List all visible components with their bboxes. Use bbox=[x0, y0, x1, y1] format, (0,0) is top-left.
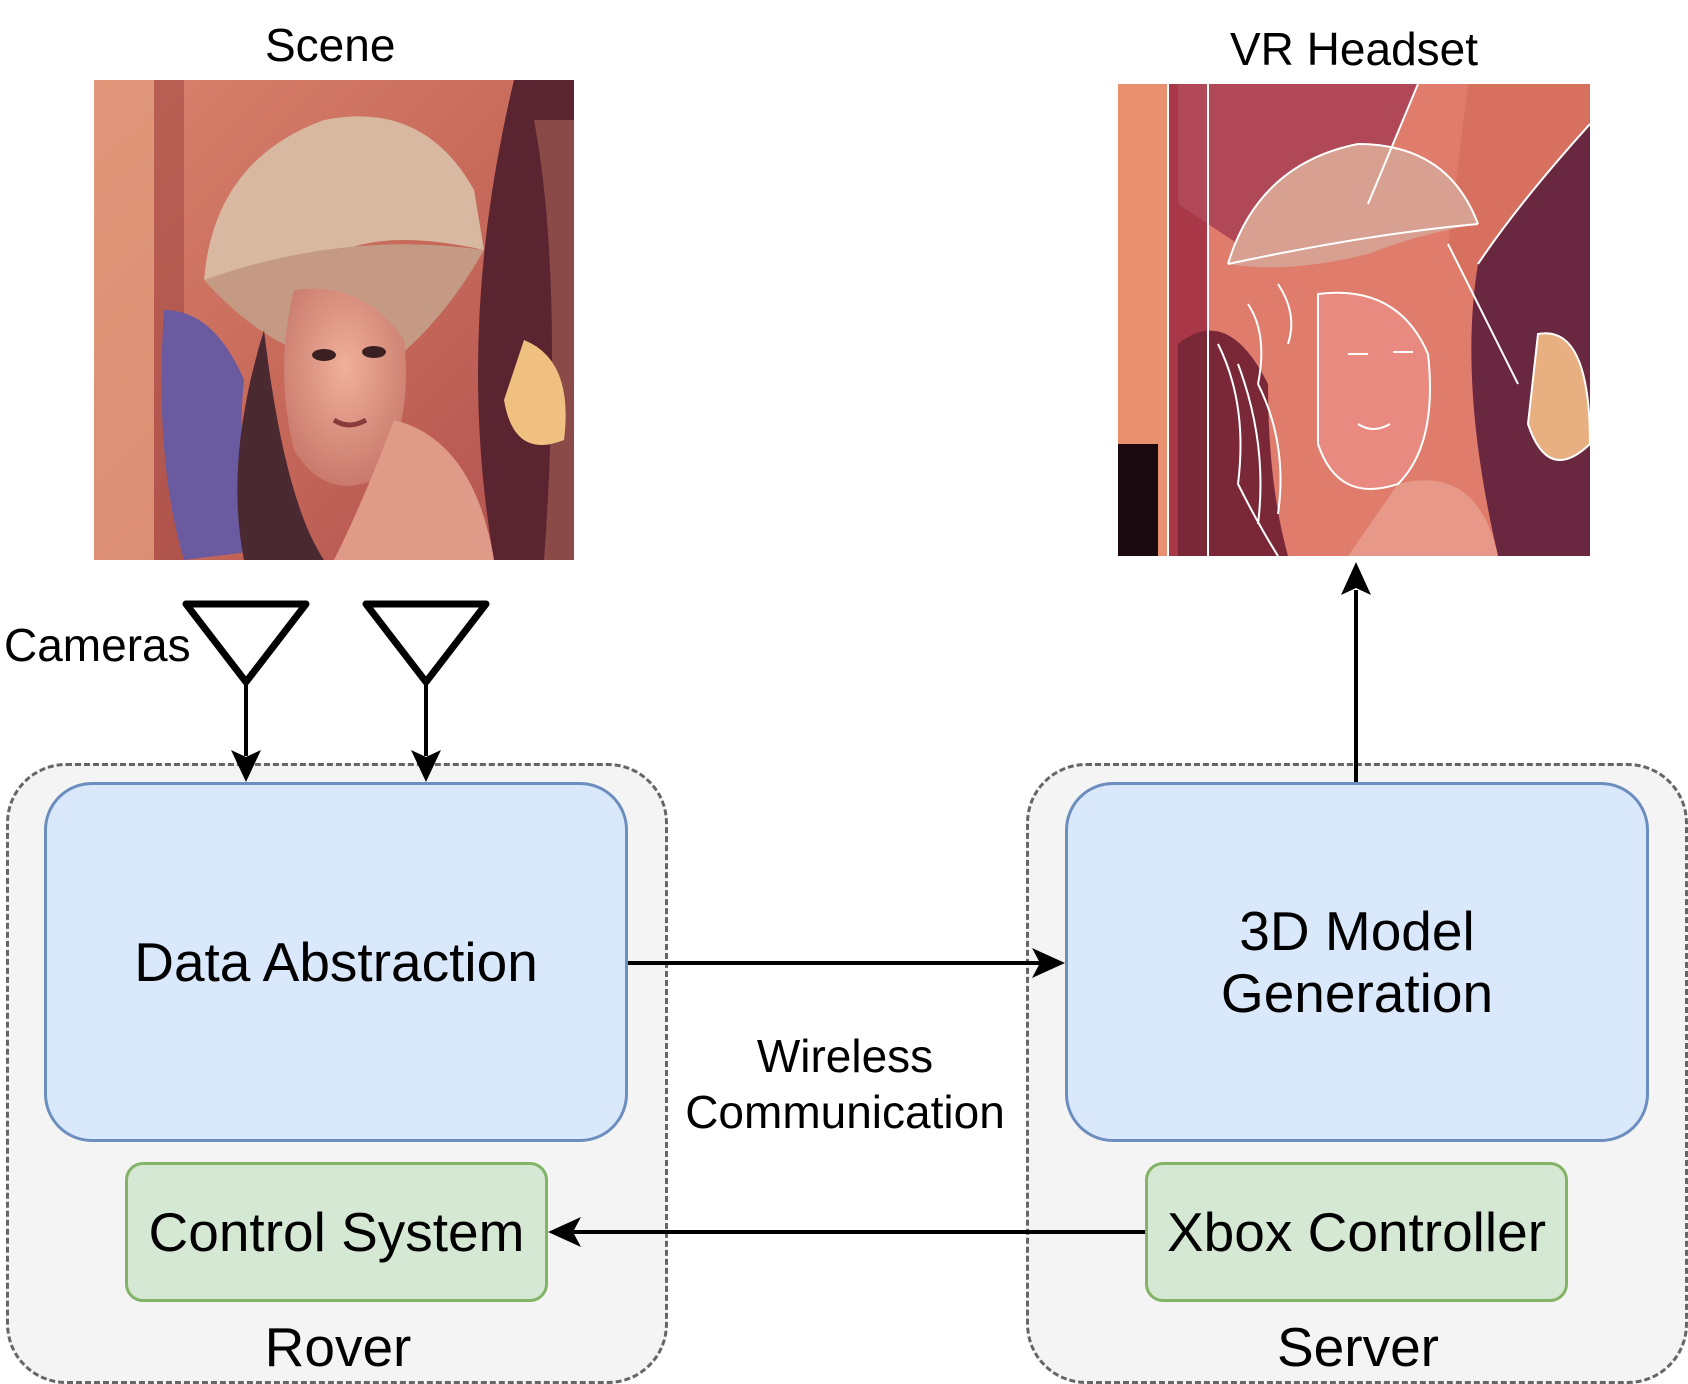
rover-label: Rover bbox=[264, 1316, 412, 1378]
3d-model-generation-label: 3D Model Generation bbox=[1221, 900, 1493, 1024]
cameras-label: Cameras bbox=[4, 619, 191, 671]
wireless-line1: Wireless bbox=[756, 1030, 934, 1082]
vr-output-arrow bbox=[1341, 562, 1371, 782]
camera-right-icon bbox=[362, 600, 490, 686]
wireless-line2: Communication bbox=[685, 1086, 1005, 1138]
camera-left-icon bbox=[182, 600, 310, 686]
control-command-arrow bbox=[548, 1217, 1145, 1247]
3d-model-line2: Generation bbox=[1220, 962, 1494, 1024]
wireless-communication-label: Wireless Communication bbox=[670, 1028, 1020, 1140]
scene-title: Scene bbox=[265, 19, 396, 71]
xbox-controller-label: Xbox Controller bbox=[1166, 1201, 1547, 1263]
control-system-label: Control System bbox=[148, 1201, 525, 1263]
3d-model-generation-box: 3D Model Generation bbox=[1065, 782, 1649, 1142]
data-abstraction-label: Data Abstraction bbox=[134, 931, 538, 993]
scene-image bbox=[94, 80, 574, 560]
vr-headset-title: VR Headset bbox=[1230, 23, 1479, 75]
server-label: Server bbox=[1277, 1316, 1439, 1378]
3d-model-line1: 3D Model bbox=[1239, 900, 1475, 962]
wireless-data-arrow bbox=[628, 948, 1065, 978]
xbox-controller-box: Xbox Controller bbox=[1145, 1162, 1568, 1302]
camera-right-arrow bbox=[411, 682, 441, 782]
data-abstraction-box: Data Abstraction bbox=[44, 782, 628, 1142]
vr-headset-image bbox=[1118, 84, 1590, 556]
camera-left-arrow bbox=[231, 682, 261, 782]
control-system-box: Control System bbox=[125, 1162, 548, 1302]
